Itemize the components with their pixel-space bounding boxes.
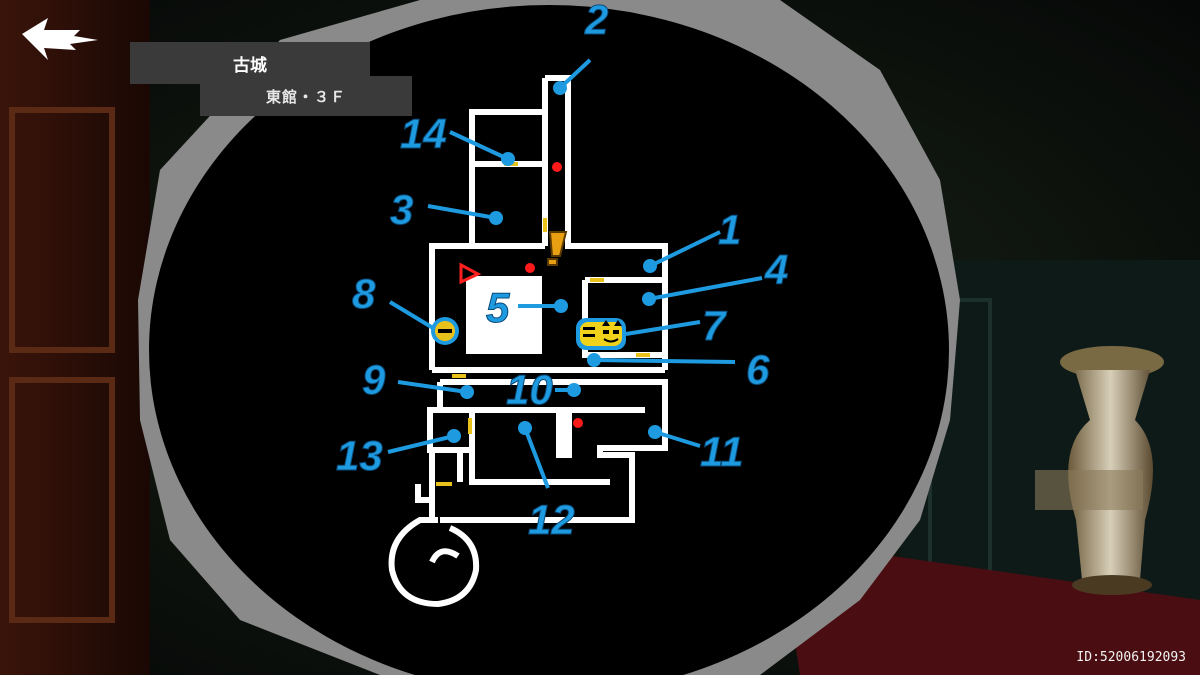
room-label-7: 7 (702, 302, 727, 349)
map-disc (149, 5, 949, 675)
floor-name: 東館・３Ｆ (265, 87, 346, 106)
room-label-12: 12 (528, 496, 575, 543)
vase (1035, 346, 1164, 595)
pillar (556, 410, 572, 458)
red-carpet (780, 540, 1200, 675)
back-arrow-icon[interactable] (18, 14, 108, 64)
room-label-14: 14 (400, 110, 447, 157)
room-label-5: 5 (486, 284, 510, 331)
item-dot[interactable] (552, 162, 562, 172)
treasure-chest-icon[interactable] (431, 317, 459, 345)
leader-lines (387, 58, 763, 489)
cat-face-icon[interactable] (576, 318, 626, 350)
item-dot[interactable] (573, 418, 583, 428)
room-label-10: 10 (506, 366, 553, 413)
room-label-3: 3 (390, 186, 413, 233)
room-label-11: 11 (700, 428, 744, 475)
room-label-4: 4 (764, 246, 788, 293)
location-name: 古城 (233, 55, 267, 76)
room-5-block (466, 276, 542, 354)
item-dot[interactable] (525, 263, 535, 273)
room-label-9: 9 (362, 356, 386, 403)
player-arrow-icon (459, 262, 482, 285)
exclamation-icon[interactable] (547, 231, 568, 266)
room-label-8: 8 (352, 270, 376, 317)
room-label-6: 6 (746, 346, 770, 393)
floor-title: 東館・３Ｆ (200, 76, 412, 116)
room-label-2: 2 (584, 0, 608, 43)
player-id: ID:52006192093 (1076, 650, 1186, 665)
room-label-13: 13 (336, 432, 383, 479)
room-label-1: 1 (718, 206, 741, 253)
